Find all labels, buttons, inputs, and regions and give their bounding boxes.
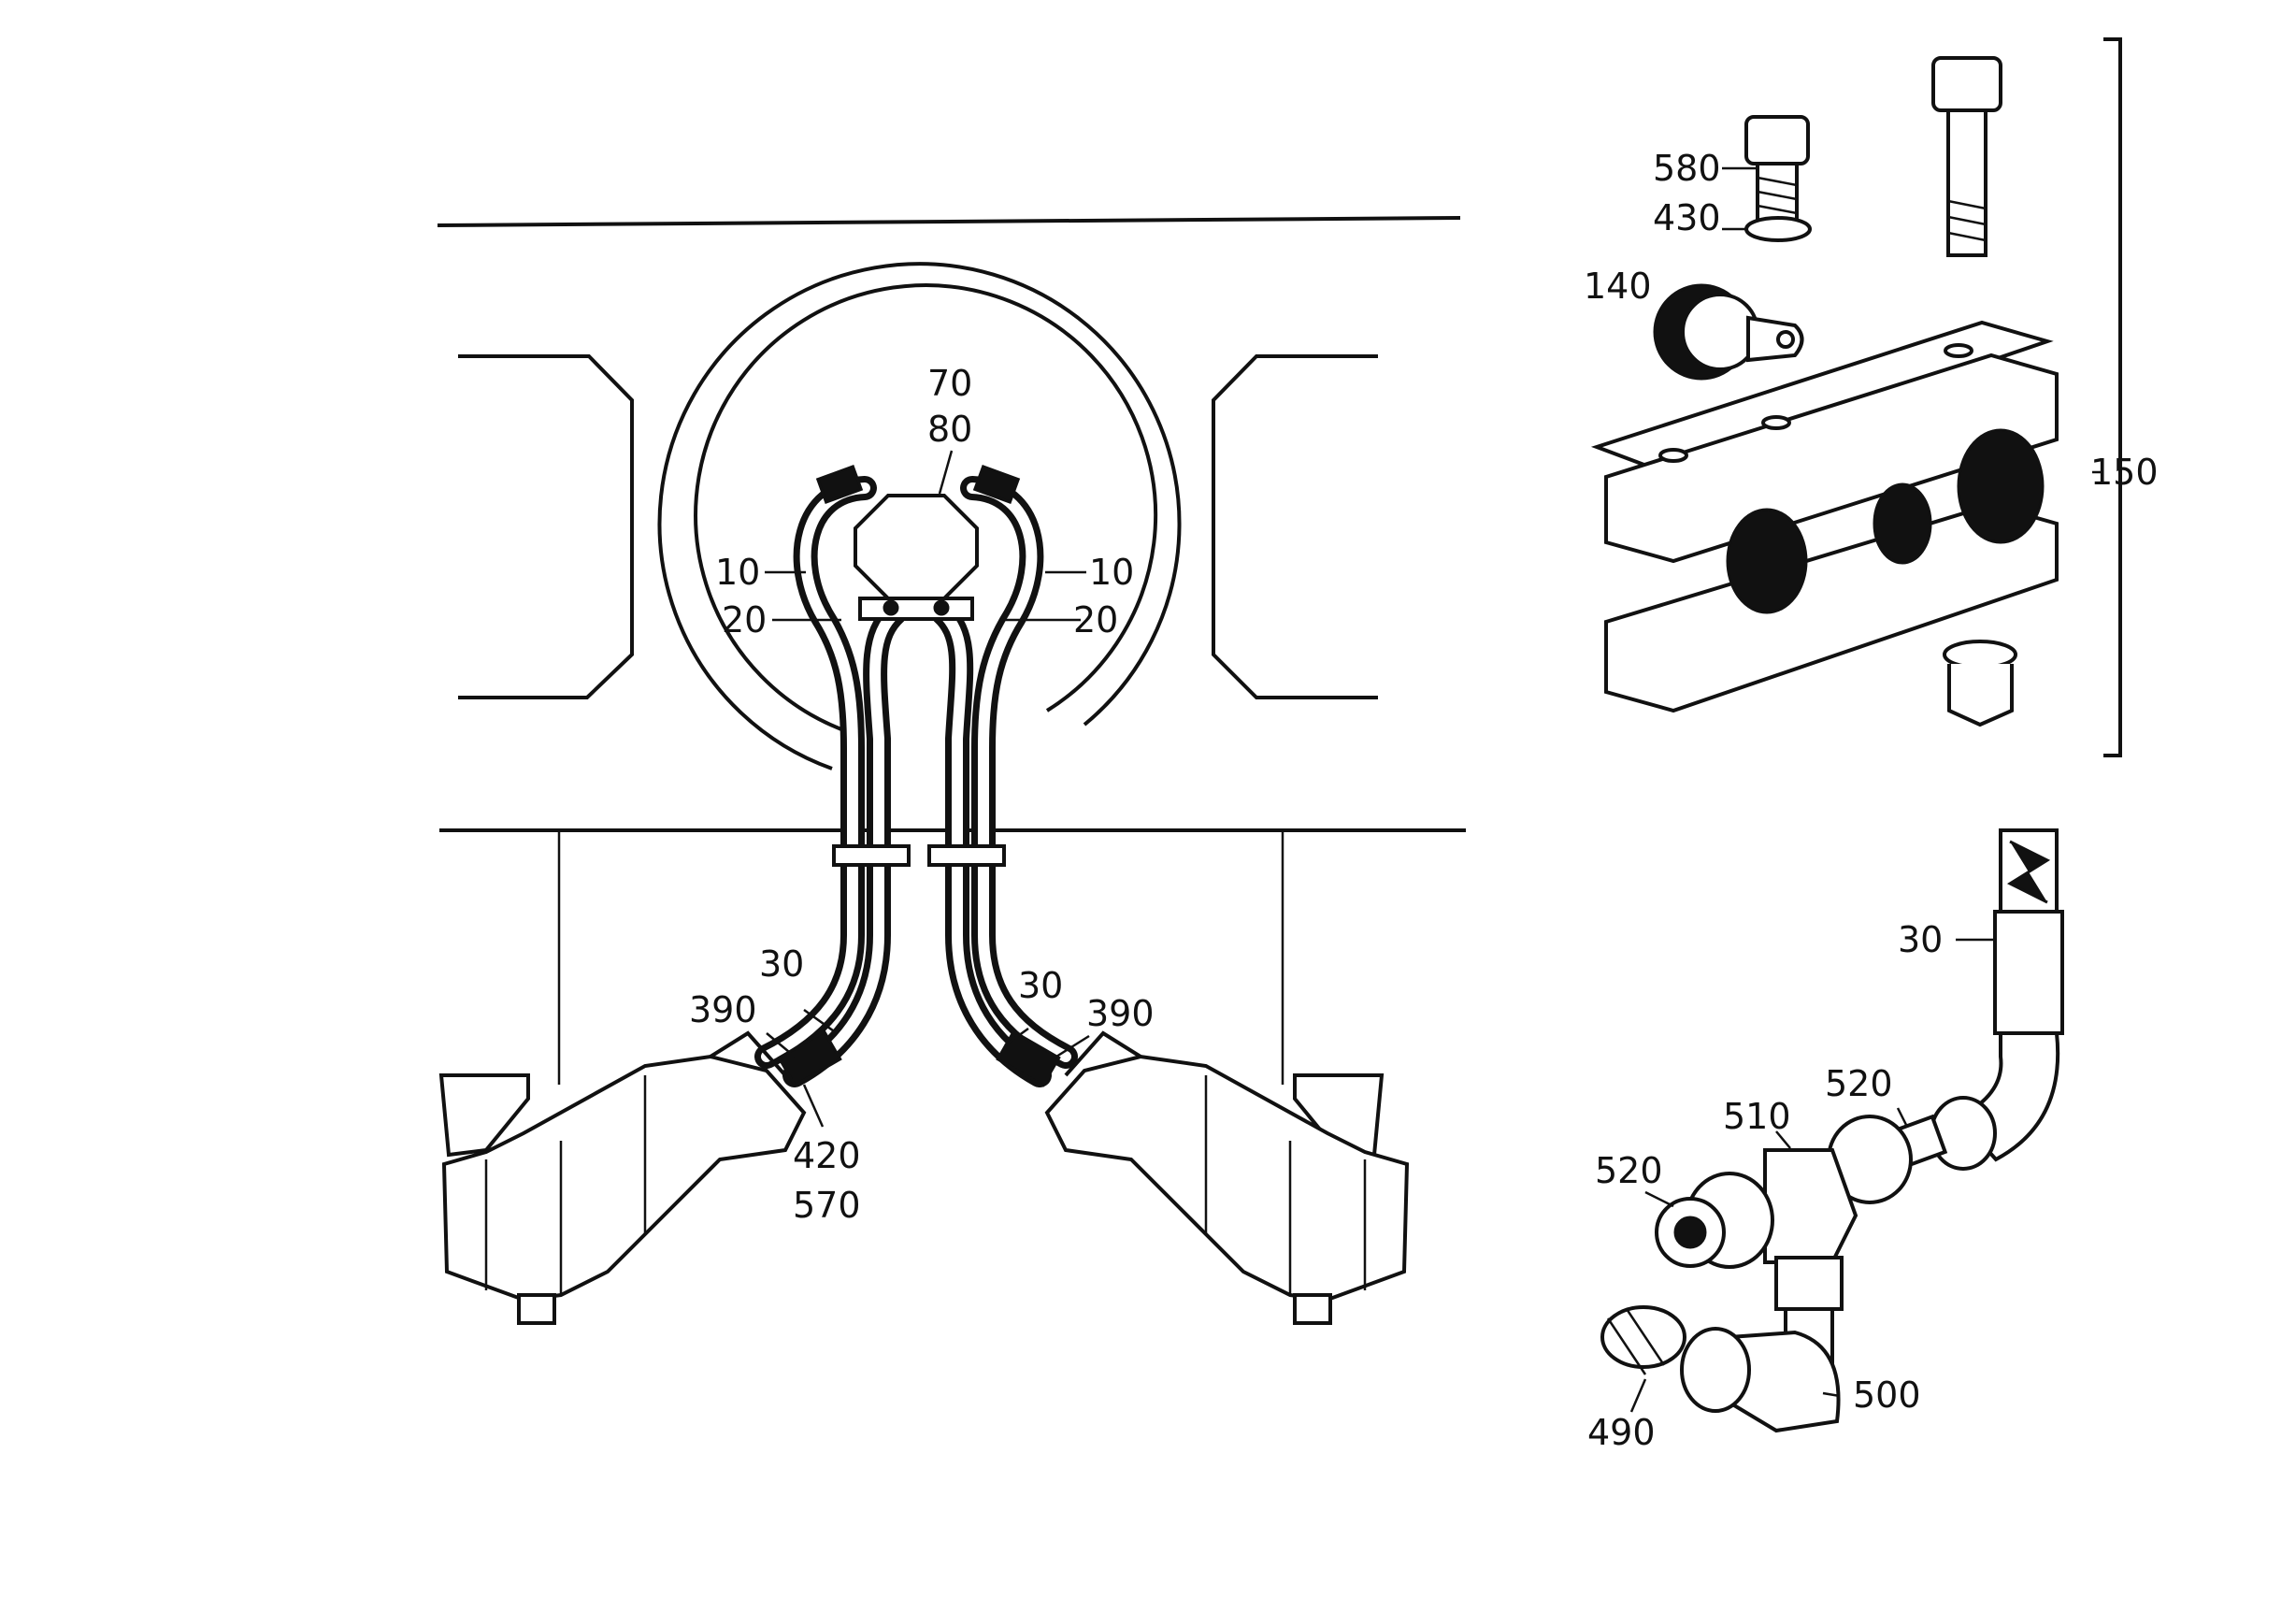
hose-clamps — [832, 844, 1006, 867]
grommet-140 — [1653, 283, 1804, 381]
leader-lines-kit — [1722, 166, 2103, 474]
label-30-right: 30 — [1018, 965, 1063, 1006]
label-390-left: 390 — [689, 989, 757, 1030]
label-500: 500 — [1853, 1375, 1921, 1416]
label-420: 420 — [793, 1135, 861, 1176]
label-10-right: 10 — [1089, 552, 1134, 593]
valve-block — [815, 465, 1021, 621]
label-430: 430 — [1653, 197, 1721, 238]
wheel-rings — [657, 262, 1182, 770]
label-510: 510 — [1723, 1096, 1791, 1137]
hose-fittings — [777, 1029, 1061, 1087]
fitting-assembly — [1600, 1096, 1997, 1433]
label-520-left: 520 — [1595, 1150, 1663, 1191]
hose-detail — [1955, 828, 2064, 1162]
part-number-labels: 70 80 10 10 20 20 30 30 390 390 420 570 … — [689, 148, 2159, 1453]
hub-right — [1044, 1030, 1410, 1325]
label-20-right: 20 — [1073, 599, 1118, 640]
bolt-short — [1744, 115, 1812, 242]
nut — [1943, 640, 2017, 727]
hose-left — [754, 476, 908, 1087]
label-570: 570 — [793, 1185, 861, 1226]
label-20-left: 20 — [722, 599, 767, 640]
label-520-top: 520 — [1825, 1063, 1893, 1104]
leader-lines-main — [765, 450, 1090, 1128]
label-10-left: 10 — [715, 552, 760, 593]
hose-right — [930, 476, 1078, 1087]
vehicle-frame — [437, 216, 1466, 1085]
hub-left — [438, 1030, 807, 1325]
label-30-left: 30 — [759, 943, 804, 985]
label-80: 80 — [927, 409, 972, 450]
label-140: 140 — [1584, 266, 1652, 307]
label-390-right: 390 — [1086, 993, 1155, 1034]
label-30-detail: 30 — [1898, 919, 1943, 960]
label-580: 580 — [1653, 148, 1721, 189]
label-150: 150 — [2090, 452, 2159, 493]
label-70: 70 — [927, 363, 972, 404]
bolt-long — [1931, 56, 2002, 257]
leader-lines-fittings — [1629, 938, 1995, 1413]
clamp-block — [1590, 320, 2059, 713]
clamp-kit-bracket — [2103, 37, 2122, 757]
label-490: 490 — [1587, 1412, 1656, 1453]
